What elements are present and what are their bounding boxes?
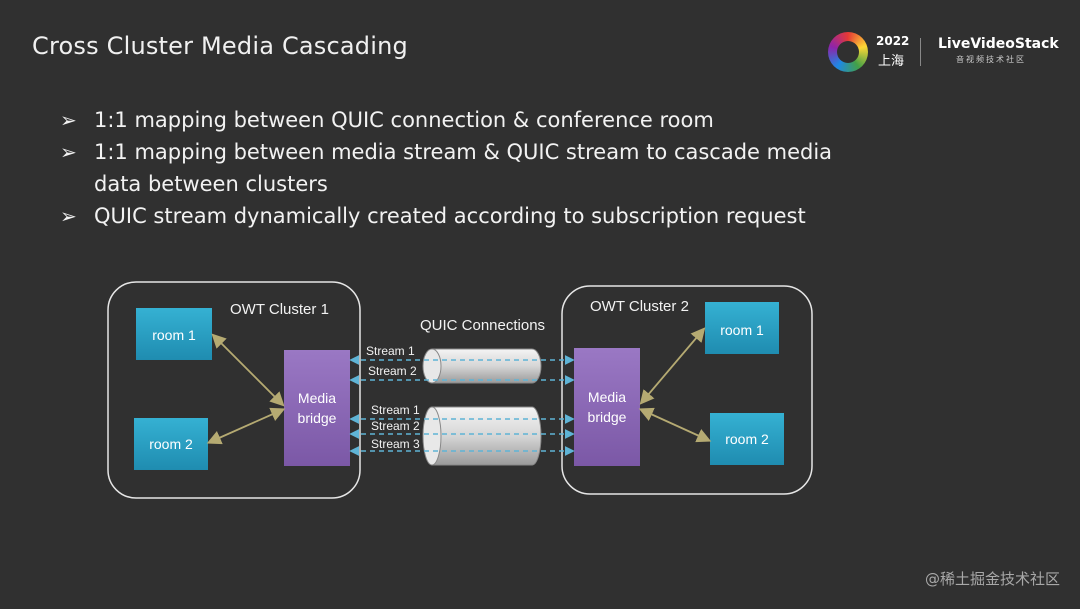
logo-divider xyxy=(920,38,921,66)
cluster1-room1-label: room 1 xyxy=(152,327,196,343)
stream-label: Stream 2 xyxy=(371,419,420,433)
quic-connection-pipe-1 xyxy=(422,348,542,384)
cluster1-room2 xyxy=(134,418,208,470)
cluster1-room1-link xyxy=(211,333,285,407)
cluster1-room2-label: room 2 xyxy=(149,436,193,452)
logo-year: 2022 xyxy=(876,34,910,48)
bullet-text: 1:1 mapping between QUIC connection & co… xyxy=(94,108,714,132)
bullet-arrow-icon: ➢ xyxy=(60,108,77,132)
cluster1-room2-link xyxy=(206,407,286,445)
stream-label: Stream 1 xyxy=(366,344,415,358)
cluster2-room1-link xyxy=(639,327,706,405)
bullet-item: ➢ 1:1 mapping between QUIC connection & … xyxy=(60,104,880,136)
cluster2-media-bridge xyxy=(574,348,640,466)
cluster2-room1-label: room 1 xyxy=(720,322,764,338)
bullet-item: ➢ QUIC stream dynamically created accord… xyxy=(60,200,880,232)
cluster1-media-bridge xyxy=(284,350,350,466)
logo-subtitle: 音视频技术社区 xyxy=(956,55,1026,64)
logo-city: 上海 xyxy=(878,54,905,69)
stream-label: Stream 2 xyxy=(368,364,417,378)
cluster2-bridge-label-line1: Media xyxy=(588,389,626,405)
cluster2-bridge-label-line2: bridge xyxy=(588,409,627,425)
logo-brand: LiveVideoStack xyxy=(938,36,1059,52)
stream-label: Stream 3 xyxy=(371,437,420,451)
cluster1-boundary xyxy=(107,281,361,499)
cluster2-boundary xyxy=(561,285,813,495)
cluster2-room2-link xyxy=(638,407,712,443)
cluster2-label: OWT Cluster 2 xyxy=(590,298,689,315)
bullet-item: ➢ 1:1 mapping between media stream & QUI… xyxy=(60,136,880,200)
bullet-arrow-icon: ➢ xyxy=(60,140,77,164)
quic-connections-label: QUIC Connections xyxy=(420,317,545,334)
bullet-text: QUIC stream dynamically created accordin… xyxy=(94,204,806,228)
quic-connection-pipe-2 xyxy=(422,406,542,466)
bullet-list: ➢ 1:1 mapping between QUIC connection & … xyxy=(60,104,880,232)
cluster2-room2 xyxy=(710,413,784,465)
cluster1-room1 xyxy=(136,308,212,360)
cluster1-bridge-label-line2: bridge xyxy=(298,410,337,426)
logo-emblem-icon xyxy=(828,32,868,72)
event-logo: 2022 上海 LiveVideoStack 音视频技术社区 xyxy=(828,30,1068,74)
bullet-text: 1:1 mapping between media stream & QUIC … xyxy=(94,140,833,196)
watermark: @稀土掘金技术社区 xyxy=(924,570,1060,588)
cluster2-room2-label: room 2 xyxy=(725,431,769,447)
slide-title: Cross Cluster Media Cascading xyxy=(32,32,408,60)
cluster1-label: OWT Cluster 1 xyxy=(230,301,329,318)
stream-label: Stream 1 xyxy=(371,403,420,417)
bullet-arrow-icon: ➢ xyxy=(60,204,77,228)
cluster2-room1 xyxy=(705,302,779,354)
cluster1-bridge-label-line1: Media xyxy=(298,390,336,406)
